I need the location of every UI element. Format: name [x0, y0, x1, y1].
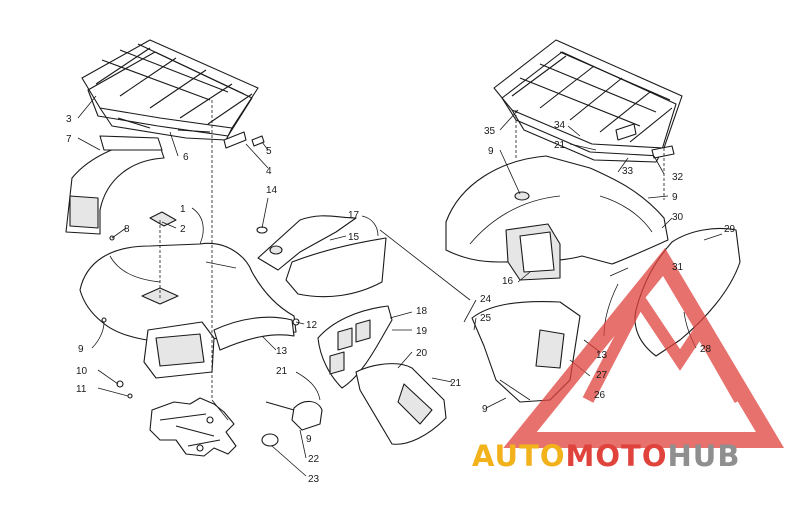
watermark-text-hub: HUB [668, 439, 741, 473]
callout-c3: 3 [66, 114, 72, 125]
callout-c8: 8 [124, 224, 130, 235]
front-hardware [101, 131, 300, 399]
front-fender [79, 242, 297, 379]
callout-c11: 11 [76, 384, 87, 395]
callout-c21b: 21 [450, 378, 462, 389]
callout-c20: 20 [416, 348, 428, 359]
callout-c5: 5 [266, 146, 272, 157]
callout-c9c: 9 [672, 192, 678, 203]
footwell [355, 363, 447, 445]
watermark-text-moto: MOTO [566, 439, 668, 473]
callout-c25: 25 [480, 313, 492, 324]
callout-c28: 28 [700, 344, 712, 355]
rear-rack [493, 39, 683, 163]
callout-c21a: 21 [276, 366, 288, 377]
front-lid [65, 135, 165, 235]
callout-c9a: 9 [78, 344, 84, 355]
watermark-logo [503, 248, 785, 448]
callout-c26: 26 [594, 390, 606, 401]
callout-c7: 7 [66, 134, 72, 145]
callout-c18: 18 [416, 306, 428, 317]
callout-c4: 4 [266, 166, 272, 177]
callout-c9b: 9 [488, 146, 494, 157]
callout-c9e: 9 [306, 434, 312, 445]
rear-side-panel [471, 301, 581, 403]
callout-c14: 14 [266, 185, 278, 196]
callout-c16: 16 [502, 276, 514, 287]
callout-c21c: 21 [554, 140, 566, 151]
callout-leaders [77, 95, 723, 477]
callout-c19: 19 [416, 326, 428, 337]
callout-c13a: 13 [276, 346, 288, 357]
watermark-text-auto: AUTO [472, 439, 566, 473]
callout-c24: 24 [480, 294, 492, 305]
callout-c9d: 9 [482, 404, 488, 415]
callout-c12: 12 [306, 320, 318, 331]
callout-c29: 29 [724, 224, 736, 235]
callout-c31: 31 [672, 262, 684, 273]
callout-c30: 30 [672, 212, 684, 223]
side-panel [256, 215, 387, 298]
callout-c2: 2 [180, 224, 186, 235]
latch [261, 400, 323, 447]
callout-c13b: 13 [596, 350, 608, 361]
callout-c34: 34 [554, 120, 566, 131]
callout-c10: 10 [76, 366, 88, 377]
svg-text:AUTOMOTOHUB: AUTOMOTOHUB [472, 439, 740, 473]
callout-c23: 23 [308, 474, 320, 485]
callout-c35: 35 [484, 126, 496, 137]
callout-c6: 6 [183, 152, 189, 163]
rear-fender [445, 155, 669, 281]
callout-c22: 22 [308, 454, 320, 465]
callout-c15: 15 [348, 232, 360, 243]
callout-c32: 32 [672, 172, 684, 183]
callout-c1: 1 [180, 204, 186, 215]
callout-c27: 27 [596, 370, 608, 381]
callout-c17: 17 [348, 210, 360, 221]
front-rack [81, 39, 259, 141]
frame [149, 397, 237, 457]
left-shield [317, 305, 393, 389]
callout-c33: 33 [622, 166, 634, 177]
watermark-text: AUTOMOTOHUB [472, 439, 740, 473]
